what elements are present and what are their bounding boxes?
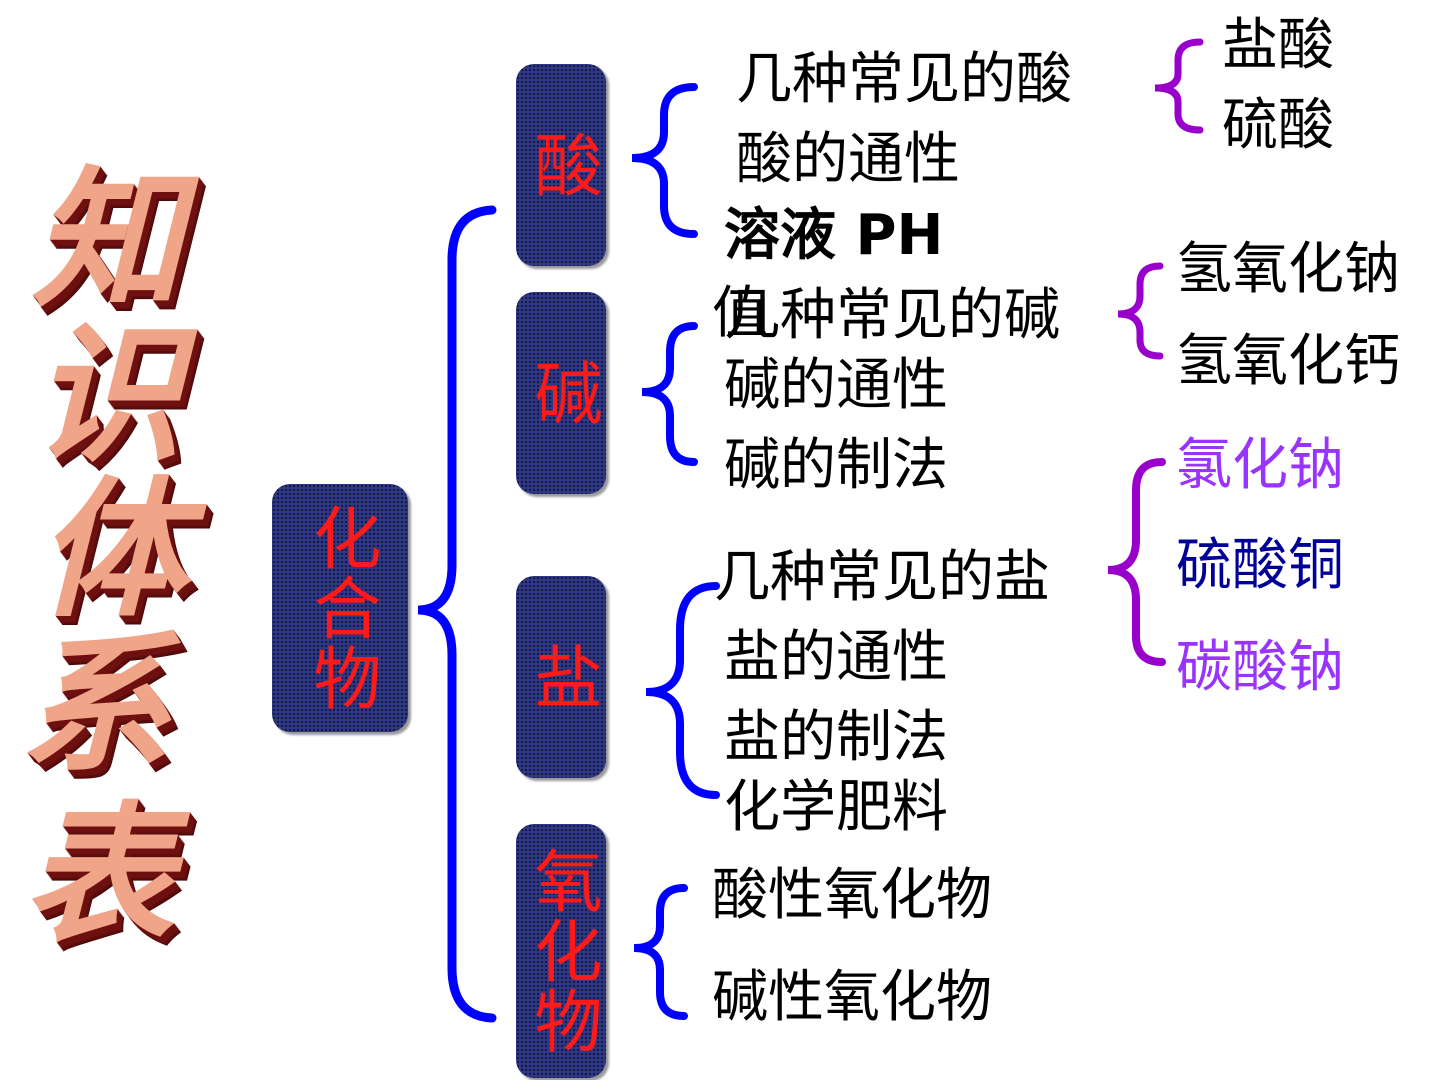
acid-example-h2so4: 硫酸 xyxy=(1222,93,1334,158)
acid-item-ph: 溶液 PH xyxy=(724,203,944,268)
salt-item-preparation: 盐的制法 xyxy=(724,705,948,770)
base-item-preparation: 碱的制法 xyxy=(724,433,948,498)
category-label: 氧化物 xyxy=(522,846,602,1056)
acid-example-hcl: 盐酸 xyxy=(1222,13,1334,78)
base-item-common-bases: 几种常见的碱 xyxy=(724,283,1060,348)
root-label: 化合物 xyxy=(301,503,381,713)
category-label: 盐 xyxy=(522,642,602,712)
salt-example-nacl: 氯化钠 xyxy=(1176,433,1344,498)
salt-item-fertilizers: 化学肥料 xyxy=(724,775,948,840)
salt-item-properties: 盐的通性 xyxy=(724,625,948,690)
category-label: 碱 xyxy=(522,358,602,428)
acid-examples-bracket xyxy=(1154,38,1204,134)
category-label: 酸 xyxy=(522,130,602,200)
salt-bracket xyxy=(645,582,720,799)
oxide-item-basic: 碱性氧化物 xyxy=(712,965,992,1030)
oxide-item-acidic: 酸性氧化物 xyxy=(712,863,992,928)
base-example-naoh: 氢氧化钠 xyxy=(1176,237,1400,302)
base-item-properties: 碱的通性 xyxy=(724,353,948,418)
salt-examples-bracket xyxy=(1107,458,1166,666)
base-bracket xyxy=(641,322,698,466)
salt-example-cuso4: 硫酸铜 xyxy=(1176,533,1344,598)
category-box-salt: 盐 xyxy=(516,576,606,778)
acid-bracket xyxy=(631,83,698,238)
category-box-acid: 酸 xyxy=(516,64,606,266)
root-box-compound: 化合物 xyxy=(272,484,408,732)
oxide-bracket xyxy=(633,884,688,1020)
acid-item-common-acids: 几种常见的酸 xyxy=(736,47,1072,112)
acid-item-properties: 酸的通性 xyxy=(736,127,960,192)
category-box-oxide: 氧化物 xyxy=(516,824,606,1078)
base-example-caoh2: 氢氧化钙 xyxy=(1176,329,1400,394)
base-examples-bracket xyxy=(1117,262,1164,360)
root-bracket xyxy=(417,205,497,1023)
base-item-ph-overflow: 值 xyxy=(712,281,768,346)
category-box-base: 碱 xyxy=(516,292,606,494)
salt-item-common-salts: 几种常见的盐 xyxy=(714,545,1050,610)
salt-example-na2co3: 碳酸钠 xyxy=(1176,635,1344,700)
